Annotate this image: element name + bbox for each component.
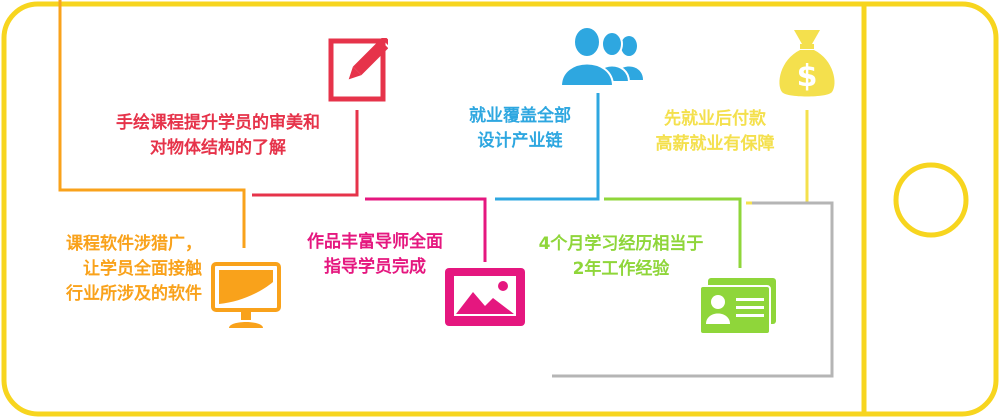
software-line-3: 行业所涉及的软件 [66, 284, 202, 304]
id-card-icon [699, 278, 776, 335]
employment-text: 就业覆盖全部 设计产业链 [450, 104, 590, 154]
guarantee-line-1: 先就业后付款 [664, 109, 766, 129]
orange-connector [58, 0, 246, 248]
software-line-1: 课程软件涉猎广， [66, 234, 202, 254]
magenta-connector [365, 197, 487, 262]
guarantee-line-2: 高薪就业有保障 [655, 134, 775, 154]
pencil-icon [328, 38, 388, 102]
blue-connector [495, 93, 600, 201]
hand-drawn-line-1: 手绘课程提升学员的审美和 [116, 113, 320, 133]
employment-line-1: 就业覆盖全部 [469, 106, 571, 126]
experience-text: 4个月学习经历相当于 2年工作经验 [516, 232, 726, 282]
people-icon [559, 26, 643, 87]
portfolio-line-1: 作品丰富导师全面 [307, 232, 443, 252]
money-bag-icon: $ [779, 30, 835, 97]
home-button [893, 162, 969, 238]
employment-line-2: 设计产业链 [477, 131, 563, 151]
svg-text:$: $ [797, 59, 818, 94]
portfolio-text: 作品丰富导师全面 指导学员完成 [290, 230, 460, 280]
guarantee-text: 先就业后付款 高薪就业有保障 [640, 107, 790, 157]
software-line-2: 让学员全面接触 [83, 259, 202, 279]
hand-drawn-line-2: 对物体结构的了解 [150, 138, 286, 158]
gray-connector [552, 201, 834, 378]
experience-line-1: 4个月学习经历相当于 [538, 234, 704, 254]
monitor-icon [211, 262, 281, 328]
portfolio-line-2: 指导学员完成 [324, 257, 426, 277]
red-connector [252, 110, 359, 197]
picture-icon [445, 268, 525, 326]
hand-drawn-text: 手绘课程提升学员的审美和 对物体结构的了解 [85, 111, 351, 161]
software-text: 课程软件涉猎广， 让学员全面接触 行业所涉及的软件 [20, 232, 202, 307]
green-connector [604, 197, 742, 268]
experience-line-2: 2年工作经验 [572, 259, 670, 279]
